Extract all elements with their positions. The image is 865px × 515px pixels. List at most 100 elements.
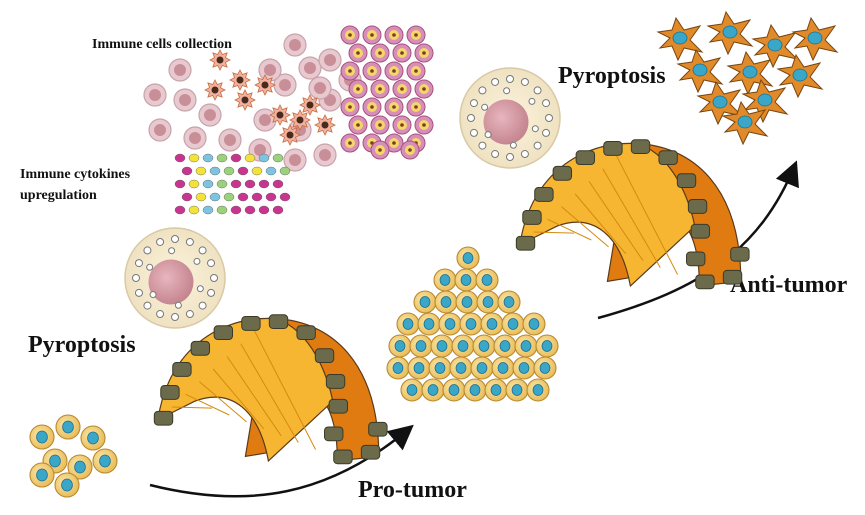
bridge-stone: [687, 199, 708, 214]
pore-icon: [171, 235, 179, 243]
cytokine-dot-icon: [209, 192, 221, 202]
bridge-stone: [190, 340, 211, 356]
cytokine-dot-icon: [202, 153, 214, 163]
activated-immune-cell-icon: [348, 43, 368, 63]
cytokine-dot-icon: [265, 192, 277, 202]
cytokine-dot-icon: [258, 153, 270, 163]
bridge-stone: [722, 269, 743, 285]
cytokine-dot-icon: [223, 166, 235, 176]
killer-cell-icon: [791, 16, 839, 62]
immune-cell-icon: [148, 118, 172, 142]
pore-icon: [484, 131, 492, 139]
tumor-cell-icon: [459, 312, 483, 336]
pore-icon: [542, 99, 551, 108]
cytokine-dot-icon: [174, 179, 186, 189]
tumor-cell-icon: [386, 356, 410, 380]
immune-cell-icon: [313, 143, 337, 167]
tumor-cell-icon: [475, 268, 499, 292]
tumor-cell-icon: [29, 424, 55, 450]
pore-icon: [198, 301, 207, 310]
bridge-stripe: [547, 218, 592, 241]
pore-icon: [196, 285, 204, 293]
tumor-cell-icon: [456, 246, 480, 270]
tumor-cell-icon: [514, 334, 538, 358]
pore-icon: [143, 301, 152, 310]
bridge-stone: [368, 421, 388, 437]
killer-cell-icon: [656, 16, 704, 62]
bridge-stone: [515, 235, 536, 251]
bridge-stone: [360, 444, 381, 460]
pore-icon: [168, 247, 176, 255]
bridge-stripe: [199, 381, 247, 423]
pore-icon: [132, 274, 140, 282]
pore-icon: [503, 87, 511, 95]
cytokine-dot-icon: [174, 153, 186, 163]
killer-cell-icon: [676, 48, 724, 94]
pore-icon: [528, 97, 536, 105]
pore-icon: [185, 237, 194, 246]
pore-icon: [533, 141, 542, 150]
pore-icon: [207, 259, 216, 268]
activated-immune-cell-icon: [392, 79, 412, 99]
bridge-stone: [575, 150, 596, 166]
tumor-cell-icon: [29, 462, 55, 488]
cytokine-dot-icon: [202, 179, 214, 189]
tumor-cell-icon: [438, 312, 462, 336]
immune-cells-collection: [143, 25, 434, 172]
tumor-cell-icon: [442, 378, 466, 402]
cytokine-dot-icon: [188, 179, 200, 189]
spiky-immune-cell-icon: [234, 89, 256, 111]
activated-immune-cell-icon: [362, 61, 382, 81]
cytokines-label-line1: Immune cytokines: [20, 167, 131, 182]
immune-cytokines: [174, 153, 291, 215]
cytokine-dot-icon: [181, 166, 193, 176]
spiky-immune-cell-icon: [254, 74, 276, 96]
bridge-stone: [534, 187, 554, 202]
immune-cell-icon: [298, 56, 322, 80]
anti-tumor-label: Anti-tumor: [730, 272, 848, 298]
activated-immune-cell-icon: [340, 133, 360, 153]
tumor-cell-icon: [413, 290, 437, 314]
activated-immune-cell-icon: [362, 25, 382, 45]
bridge-stone: [296, 325, 316, 341]
cytokine-dot-icon: [230, 153, 242, 163]
immune-cell-icon: [168, 58, 192, 82]
bridge-stone: [552, 165, 573, 181]
activated-immune-cell-icon: [370, 115, 390, 135]
activated-immune-cell-icon: [384, 61, 404, 81]
tumor-cell-icon: [428, 356, 452, 380]
bridge-stone: [328, 398, 349, 414]
bridge-arch-right: [515, 139, 750, 290]
cytokine-dot-icon: [216, 179, 228, 189]
bridge-stone: [324, 426, 344, 442]
bridge-stone: [686, 251, 706, 267]
killer-cell-icon: [751, 23, 799, 69]
cytokine-dot-icon: [209, 166, 221, 176]
pore-icon: [478, 141, 487, 150]
bridge-stone: [333, 449, 353, 465]
bridge-stone: [695, 274, 715, 290]
cytokine-dot-icon: [279, 166, 291, 176]
tumor-cell-icon: [430, 334, 454, 358]
tumor-cell-icon: [80, 425, 106, 451]
bridge-stone: [268, 314, 289, 330]
pore-icon: [491, 150, 500, 159]
pore-icon: [467, 114, 475, 122]
tumor-cell-icon: [535, 334, 559, 358]
spiky-immune-cell-icon: [314, 114, 336, 136]
immune-cell-icon: [198, 103, 222, 127]
activated-immune-cell-icon: [406, 25, 426, 45]
bridge-stripe: [212, 368, 265, 430]
tumor-cell-icon: [67, 454, 93, 480]
activated-immune-cell-icon: [400, 140, 420, 160]
spiky-immune-cell-icon: [279, 124, 301, 146]
bridge-stone: [213, 325, 234, 341]
killer-cell-icon: [721, 100, 769, 146]
bridge-stone: [325, 374, 346, 389]
tumor-cell-icon: [409, 334, 433, 358]
tumor-cell-icon: [54, 472, 80, 498]
tumor-cell-icon: [505, 378, 529, 402]
tumor-cell-icon: [407, 356, 431, 380]
tumor-cell-icon: [526, 378, 550, 402]
pore-icon: [134, 259, 143, 268]
